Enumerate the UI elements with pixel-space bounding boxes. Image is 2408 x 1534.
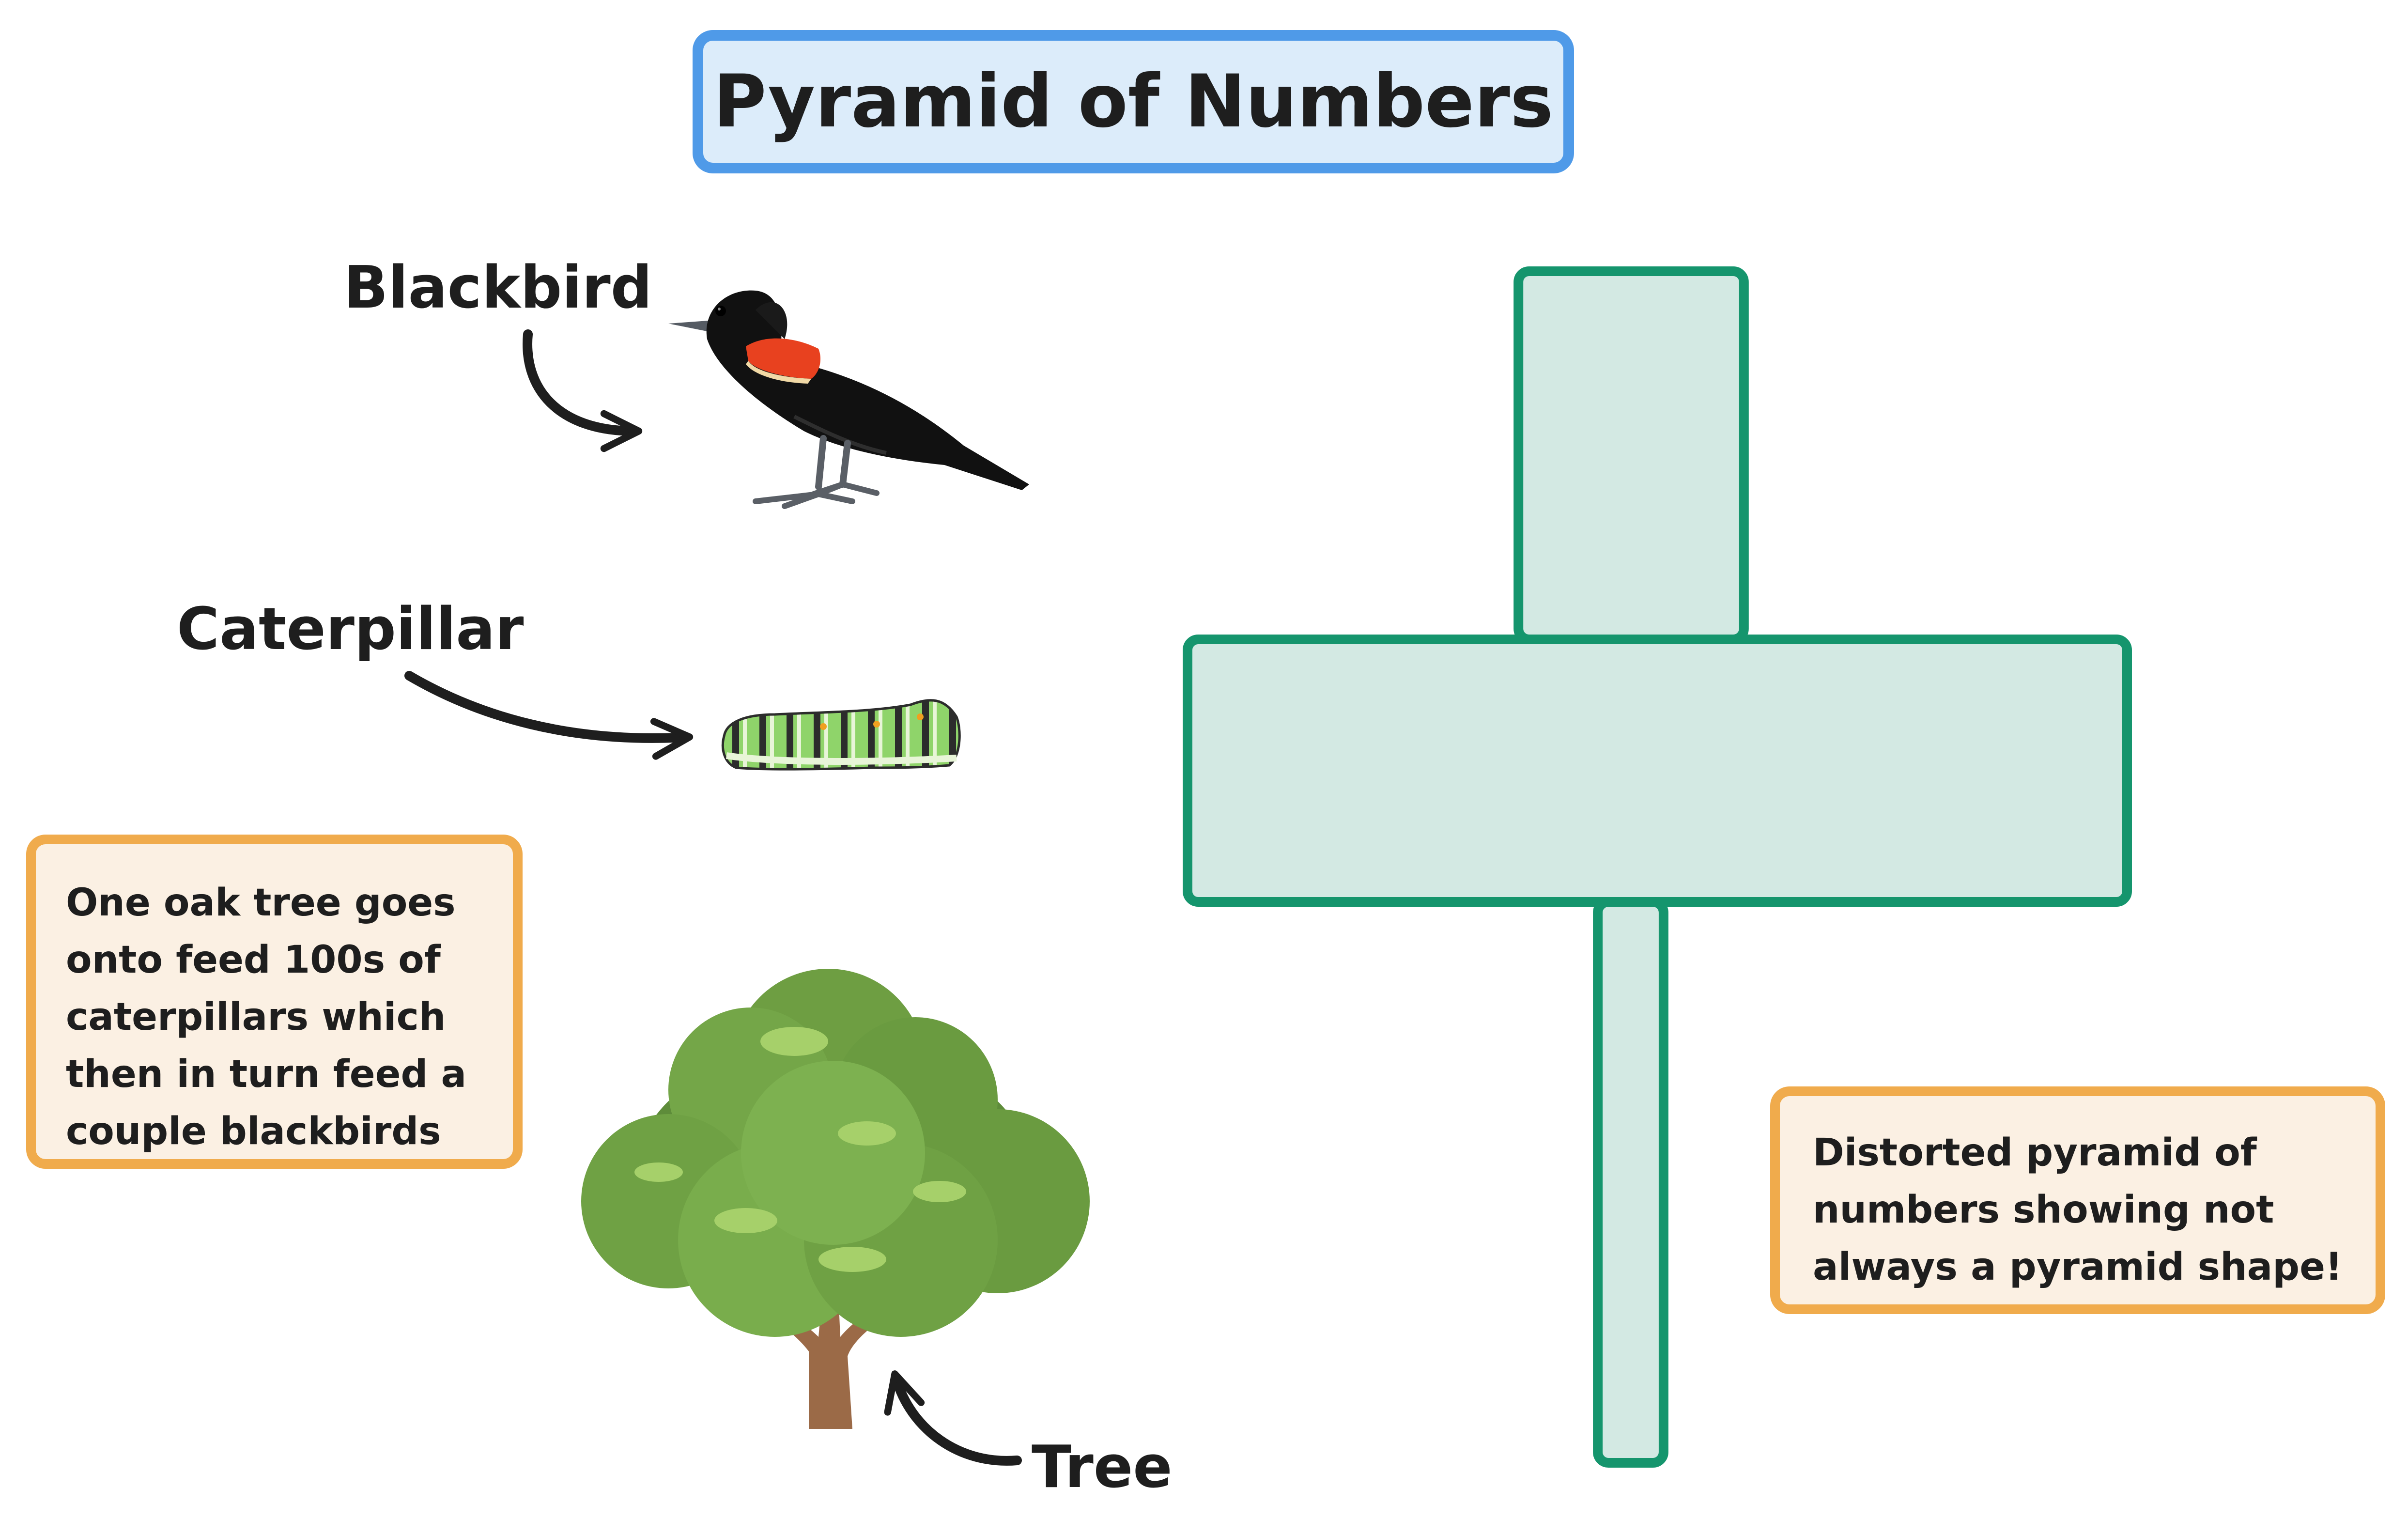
blackbird-illustration xyxy=(668,290,1029,509)
note-left-line: then in turn feed a xyxy=(66,1053,467,1096)
curved-arrow-icon xyxy=(404,671,694,760)
note-left-line: One oak tree goes xyxy=(66,881,456,925)
note-right-line: Distorted pyramid of xyxy=(1813,1131,2257,1175)
page-title: Pyramid of Numbers xyxy=(693,30,1574,173)
note-right-line: numbers showing not xyxy=(1813,1188,2274,1232)
note-left: One oak tree goes onto feed 100s of cate… xyxy=(26,835,523,1169)
pyramid-bar-caterpillar xyxy=(1183,635,2132,907)
note-right-line: always a pyramid shape! xyxy=(1813,1245,2343,1289)
curved-arrow-icon xyxy=(523,329,643,452)
label-caterpillar: Caterpillar xyxy=(177,596,524,663)
pyramid-bar-tree xyxy=(1593,897,1668,1468)
pyramid-bar-blackbird xyxy=(1513,266,1749,644)
note-right: Distorted pyramid of numbers showing not… xyxy=(1770,1086,2385,1314)
oak-tree-illustration xyxy=(581,969,1090,1429)
note-left-line: onto feed 100s of xyxy=(66,938,441,982)
note-left-line: couple blackbirds xyxy=(66,1110,441,1153)
label-tree: Tree xyxy=(1032,1434,1173,1501)
page-title-text: Pyramid of Numbers xyxy=(713,60,1554,144)
curved-arrow-icon xyxy=(884,1370,1022,1466)
note-left-line: caterpillars which xyxy=(66,995,446,1039)
pyramid-of-numbers xyxy=(1183,266,2132,1468)
label-blackbird: Blackbird xyxy=(344,254,652,322)
caterpillar-illustration xyxy=(722,699,961,771)
